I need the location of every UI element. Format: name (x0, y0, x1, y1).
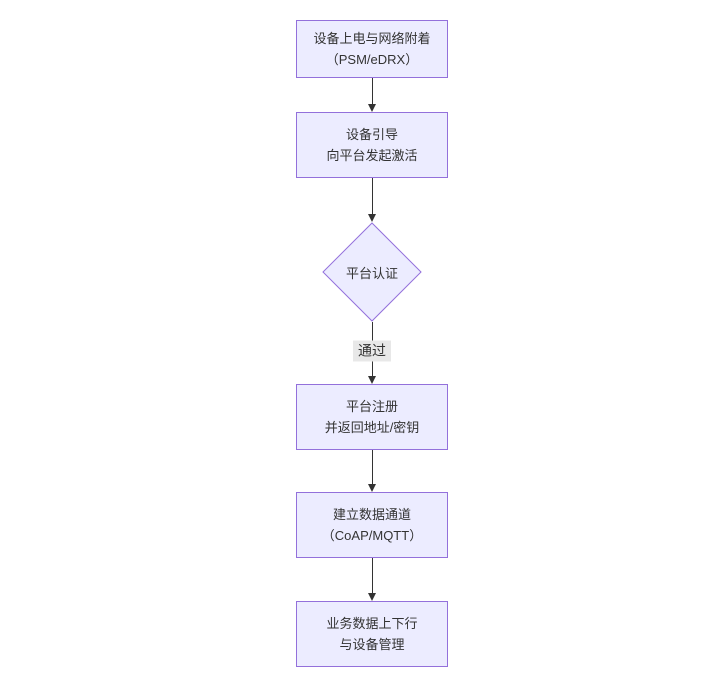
arrowhead-icon (368, 593, 376, 601)
node-text-line: 业务数据上下行 (326, 616, 418, 631)
edge-label-pass: 通过 (353, 340, 391, 362)
edge-channel-to-business (367, 558, 377, 601)
node-power-attach: 设备上电与网络附着 （PSM/eDRX） (296, 20, 448, 78)
node-text-line: 并返回地址/密钥 (324, 420, 420, 435)
node-text-line: 平台认证 (345, 265, 398, 281)
arrowhead-icon (368, 376, 376, 384)
edge-line (371, 78, 373, 104)
edge-power-to-bootstrap (367, 78, 377, 112)
node-text-line: 与设备管理 (339, 637, 405, 652)
arrowhead-icon (368, 484, 376, 492)
node-text-line: 向平台发起激活 (326, 148, 418, 163)
arrowhead-icon (368, 104, 376, 112)
node-data-channel: 建立数据通道 （CoAP/MQTT） (296, 492, 448, 558)
edge-line (371, 450, 373, 484)
node-text-line: 平台注册 (345, 399, 398, 414)
node-platform-register: 平台注册 并返回地址/密钥 (296, 384, 448, 450)
node-text-line: 建立数据通道 (332, 507, 411, 522)
decision-platform-auth: 平台认证 (322, 222, 422, 322)
node-business-data: 业务数据上下行 与设备管理 (296, 601, 448, 667)
edge-line (371, 178, 373, 214)
node-text-line: 设备上电与网络附着 (313, 31, 431, 46)
diamond-shape (322, 222, 422, 322)
edge-line (371, 558, 373, 593)
node-text-line: 设备引导 (345, 127, 398, 142)
edge-bootstrap-to-auth (367, 178, 377, 222)
node-text-line: （CoAP/MQTT） (321, 528, 423, 543)
arrowhead-icon (368, 214, 376, 222)
edge-register-to-channel (367, 450, 377, 492)
node-text-line: （PSM/eDRX） (325, 52, 419, 67)
node-bootstrap: 设备引导 向平台发起激活 (296, 112, 448, 178)
